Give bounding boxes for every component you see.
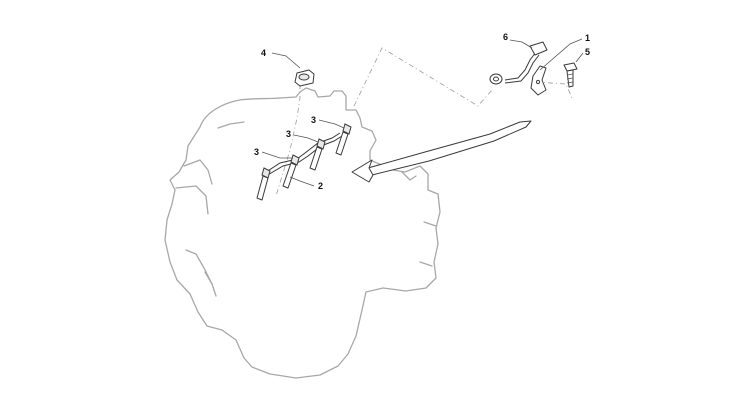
callout-5: 5 <box>585 47 590 57</box>
bolt-part <box>563 62 578 88</box>
engine-block-outline <box>164 87 441 379</box>
bracket-part <box>530 65 547 96</box>
callout-3-lower: 3 <box>254 147 259 157</box>
callout-1: 1 <box>585 33 590 43</box>
callout-3-middle: 3 <box>286 129 291 139</box>
callout-4: 4 <box>261 48 266 58</box>
glow-plug-wiring <box>262 132 343 177</box>
assembly-dash-lines <box>275 47 573 197</box>
glow-plug-3 <box>309 138 326 171</box>
direction-arrow <box>351 120 532 183</box>
supply-cable-part <box>489 41 548 85</box>
glow-plug-4 <box>335 123 352 156</box>
callout-leaders <box>261 38 583 187</box>
cap-nut-part <box>294 69 315 87</box>
glow-plug-2 <box>282 154 300 189</box>
callout-2: 2 <box>318 181 323 191</box>
callout-3-upper: 3 <box>311 115 316 125</box>
callout-5-leader <box>575 52 584 63</box>
glow-plug-1 <box>256 167 271 201</box>
callout-6: 6 <box>503 32 508 42</box>
